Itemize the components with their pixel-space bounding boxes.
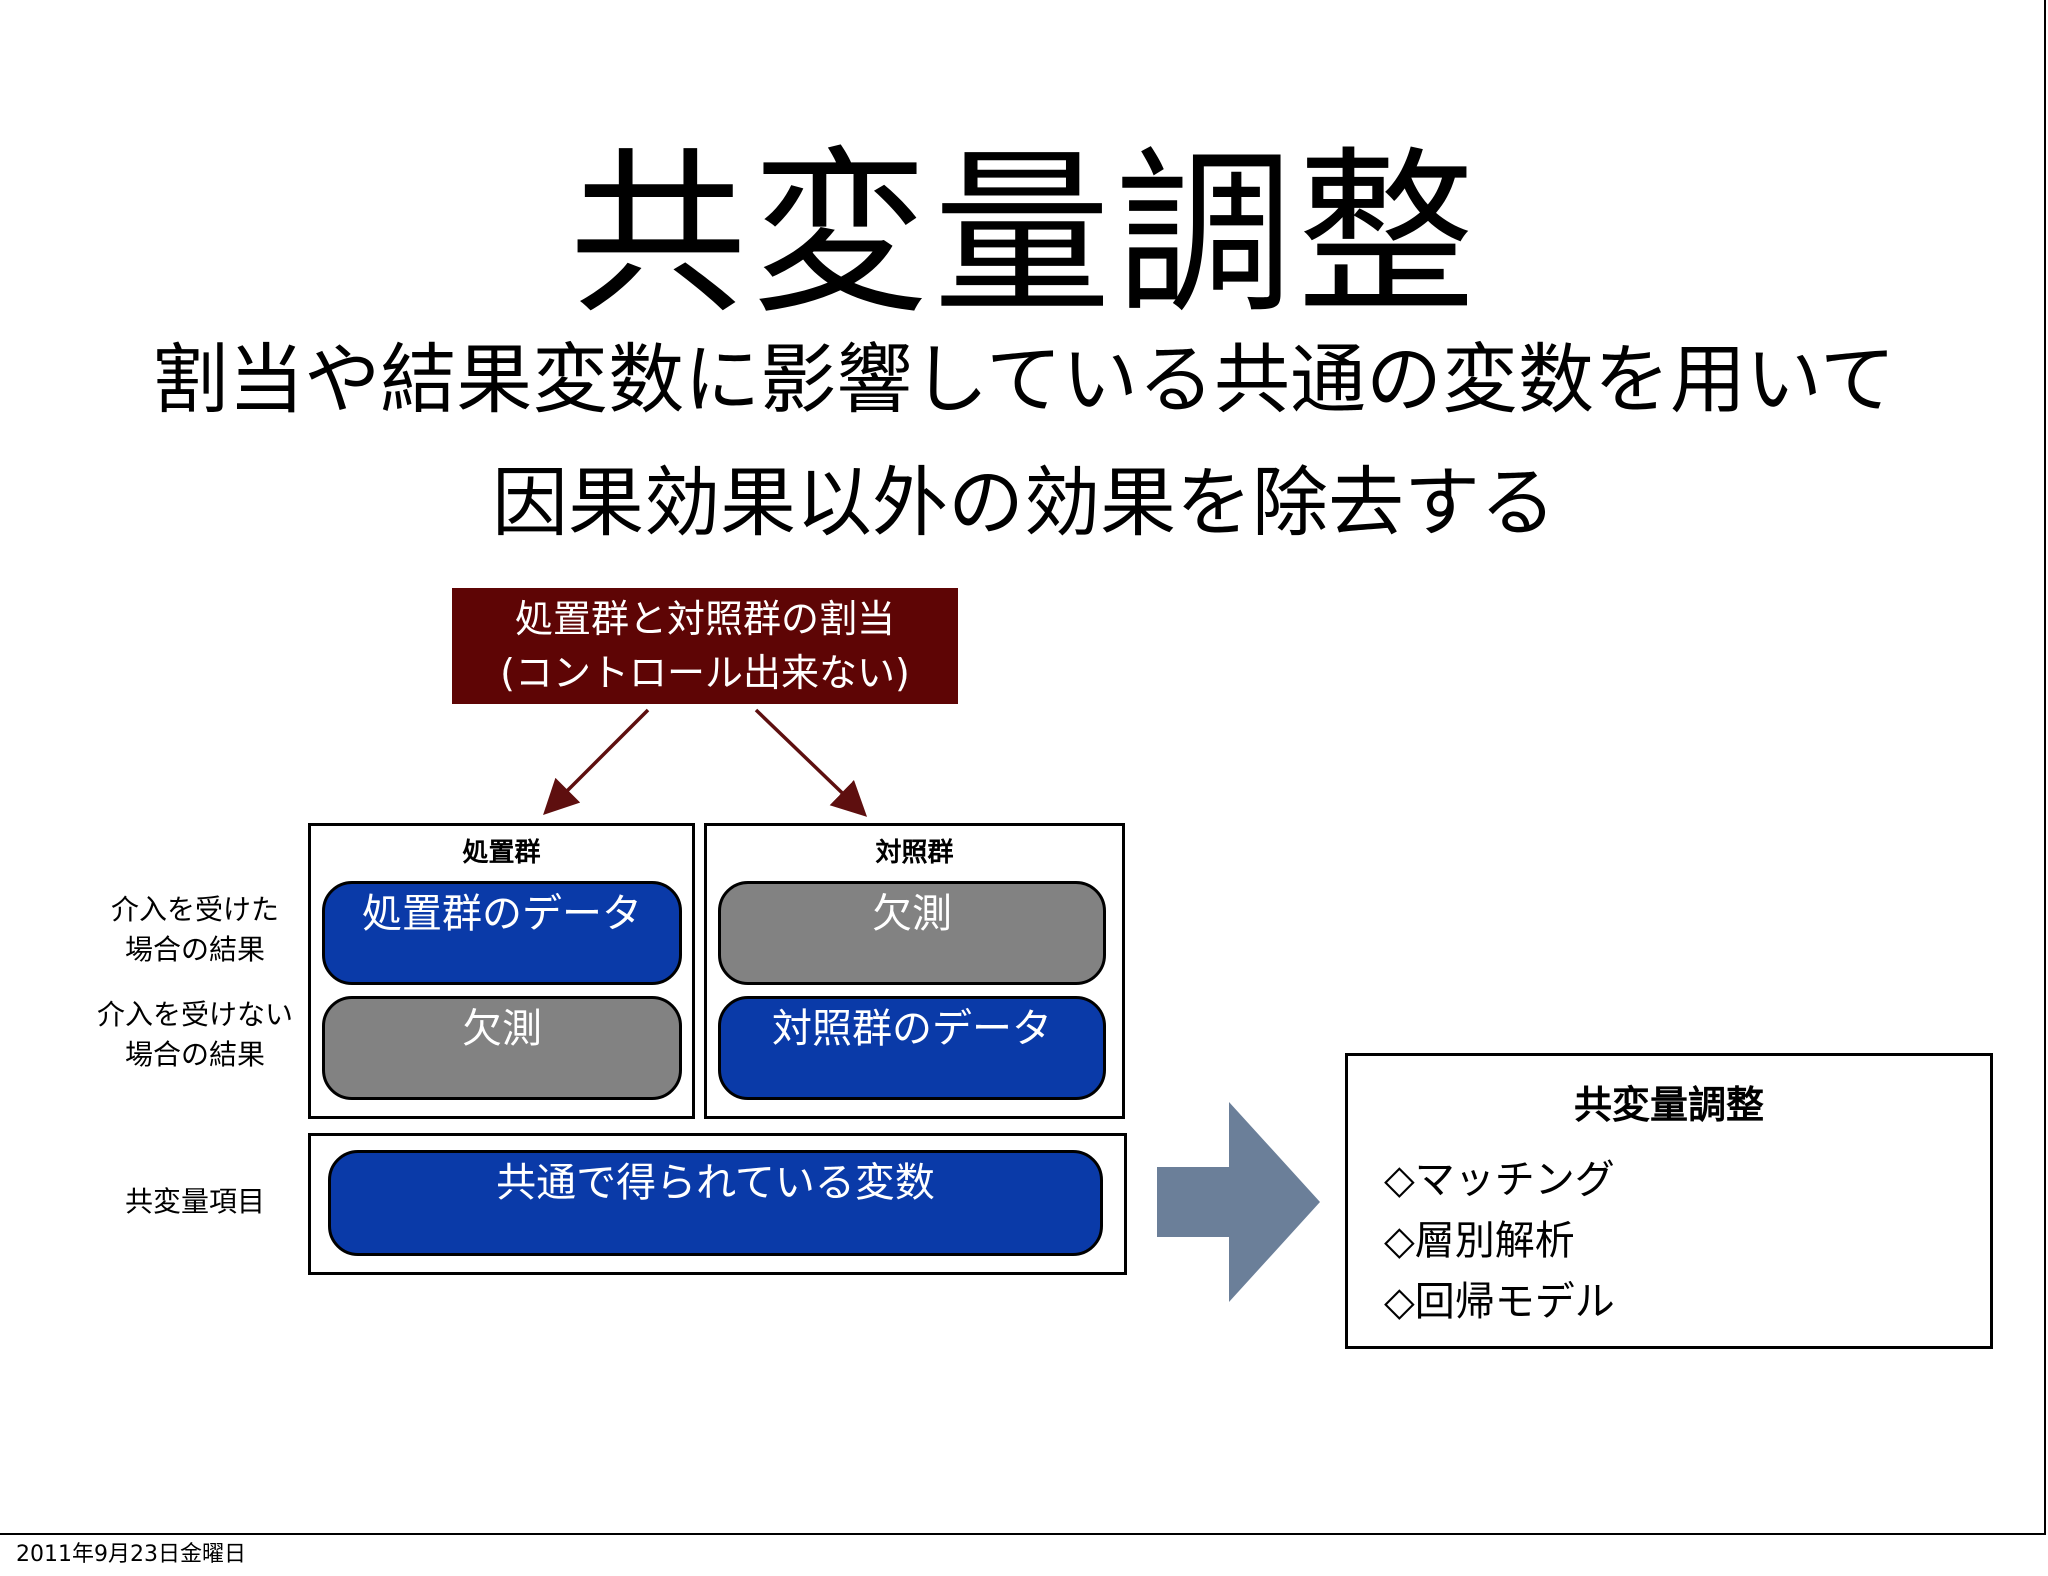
- control-group-label: 対照群: [875, 838, 954, 868]
- row-label-not-intervened-line-2: 場合の結果: [124, 1038, 265, 1071]
- assignment-line-1: 処置群と対照群の割当: [514, 597, 895, 641]
- row-label-intervened: 介入を受けた 場合の結果: [90, 890, 300, 970]
- common-variables-cell: 共通で得られている変数: [328, 1150, 1103, 1256]
- assignment-box: 処置群と対照群の割当 (コントロール出来ない): [452, 588, 958, 704]
- slide-title: 共変量調整: [569, 131, 1479, 338]
- result-title: 共変量調整: [1573, 1083, 1764, 1127]
- assignment-line-2: (コントロール出来ない): [500, 651, 910, 695]
- slide: 共変量調整 割当や結果変数に影響している共通の変数を用いて 因果効果以外の効果を…: [0, 0, 2046, 1535]
- big-right-arrow-icon: [1157, 1102, 1320, 1302]
- result-item-stratified: ◇層別解析: [1384, 1218, 1575, 1264]
- arrow-to-treatment: [543, 708, 650, 815]
- row-label-covariate: 共変量項目: [124, 1185, 265, 1218]
- subtitle-line-1: 割当や結果変数に影響している共通の変数を用いて: [152, 335, 1896, 424]
- subtitle-line-2: 因果効果以外の効果を除去する: [492, 458, 1556, 547]
- row-label-not-intervened: 介入を受けない 場合の結果: [90, 995, 300, 1075]
- control-data-cell: 対照群のデータ: [718, 996, 1106, 1100]
- result-item-matching: ◇マッチング: [1384, 1157, 1615, 1203]
- row-label-intervened-line-2: 場合の結果: [124, 933, 265, 966]
- row-label-intervened-line-1: 介入を受けた: [110, 893, 279, 926]
- result-item-regression: ◇回帰モデル: [1384, 1279, 1615, 1325]
- arrow-to-control: [754, 708, 868, 817]
- treatment-group-label: 処置群: [462, 838, 541, 868]
- treatment-missing-cell: 欠測: [322, 996, 682, 1100]
- covariate-adjustment-box: 共変量調整 ◇マッチング ◇層別解析 ◇回帰モデル: [1345, 1053, 1993, 1349]
- footer-date: 2011年9月23日金曜日: [16, 1542, 246, 1567]
- row-label-not-intervened-line-1: 介入を受けない: [96, 998, 293, 1031]
- treatment-data-cell: 処置群のデータ: [322, 881, 682, 985]
- control-missing-cell: 欠測: [718, 881, 1106, 985]
